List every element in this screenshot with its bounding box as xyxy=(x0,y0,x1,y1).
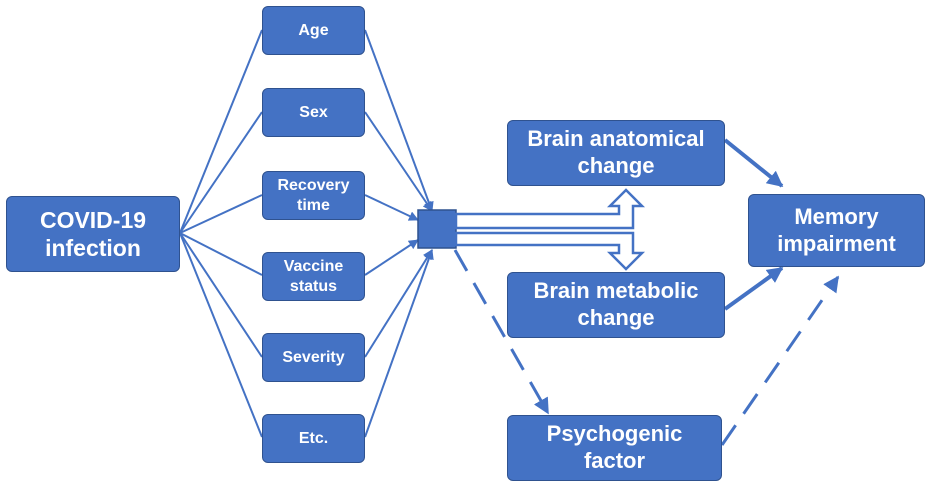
double-arrow-to-anatomical-change xyxy=(454,188,646,230)
brain-metabolic-change-box: Brain metabolic change xyxy=(507,272,725,338)
factor-vaccine-status-line1: Vaccine xyxy=(283,257,344,275)
brain-metabolic-change-line2: change xyxy=(577,305,655,330)
factor-age-box: Age xyxy=(262,6,365,55)
line-covid-to-age xyxy=(179,29,263,234)
arrow-sex-to-hub xyxy=(364,111,433,212)
arrow-severity-to-hub xyxy=(364,249,433,358)
factor-sex-box: Sex xyxy=(262,88,365,137)
arrow-metabolic-to-memory xyxy=(723,266,784,311)
arrow-age-to-hub xyxy=(364,29,434,212)
dashed-arrow-psychogenic-to-memory xyxy=(720,275,840,446)
line-covid-to-vaccine-status xyxy=(179,232,263,276)
line-covid-to-etc xyxy=(179,232,263,438)
brain-anatomical-change-line1: Brain anatomical xyxy=(527,126,705,152)
memory-impairment-line1: Memory xyxy=(794,203,879,229)
covid-infection-line1: COVID-19 xyxy=(39,206,147,233)
factor-severity-box: Severity xyxy=(262,333,365,382)
line-covid-to-severity xyxy=(179,232,263,358)
psychogenic-factor-line2: factor xyxy=(583,448,646,473)
fan-out-lines xyxy=(179,29,263,438)
factor-severity-label: Severity xyxy=(282,348,345,366)
hub-node xyxy=(417,209,457,249)
converge-lines xyxy=(364,29,434,438)
covid-infection-line2: infection xyxy=(45,235,141,261)
line-covid-to-sex xyxy=(179,111,263,234)
arrow-vaccine-status-to-hub xyxy=(364,239,419,276)
dashed-arrow-hub-to-psychogenic xyxy=(453,249,550,415)
psychogenic-factor-box: Psychogenic factor xyxy=(507,415,722,481)
memory-impairment-line2: impairment xyxy=(777,230,896,256)
arrow-etc-to-hub xyxy=(364,249,434,438)
brain-anatomical-change-line2: change xyxy=(577,153,655,178)
factor-vaccine-status-line2: status xyxy=(289,277,338,295)
covid-infection-box: COVID-19 infection xyxy=(6,196,180,272)
factor-vaccine-status-box: Vaccine status xyxy=(262,252,365,301)
line-covid-to-recovery-time xyxy=(179,194,263,234)
factor-recovery-time-line2: time xyxy=(297,196,330,214)
factor-age-label: Age xyxy=(298,21,329,39)
brain-anatomical-change-box: Brain anatomical change xyxy=(507,120,725,186)
brain-metabolic-change-line1: Brain metabolic xyxy=(533,278,699,304)
arrow-recovery-time-to-hub xyxy=(364,194,419,221)
memory-impairment-box: Memory impairment xyxy=(748,194,925,267)
factor-etc-box: Etc. xyxy=(262,414,365,463)
factor-etc-label: Etc. xyxy=(298,429,329,447)
factor-recovery-time-box: Recovery time xyxy=(262,171,365,220)
psychogenic-factor-line1: Psychogenic xyxy=(546,421,683,447)
arrow-anatomical-to-memory xyxy=(723,138,784,188)
double-arrow-to-metabolic-change xyxy=(454,231,646,271)
factor-recovery-time-line1: Recovery xyxy=(277,176,350,194)
factor-sex-label: Sex xyxy=(299,103,328,121)
